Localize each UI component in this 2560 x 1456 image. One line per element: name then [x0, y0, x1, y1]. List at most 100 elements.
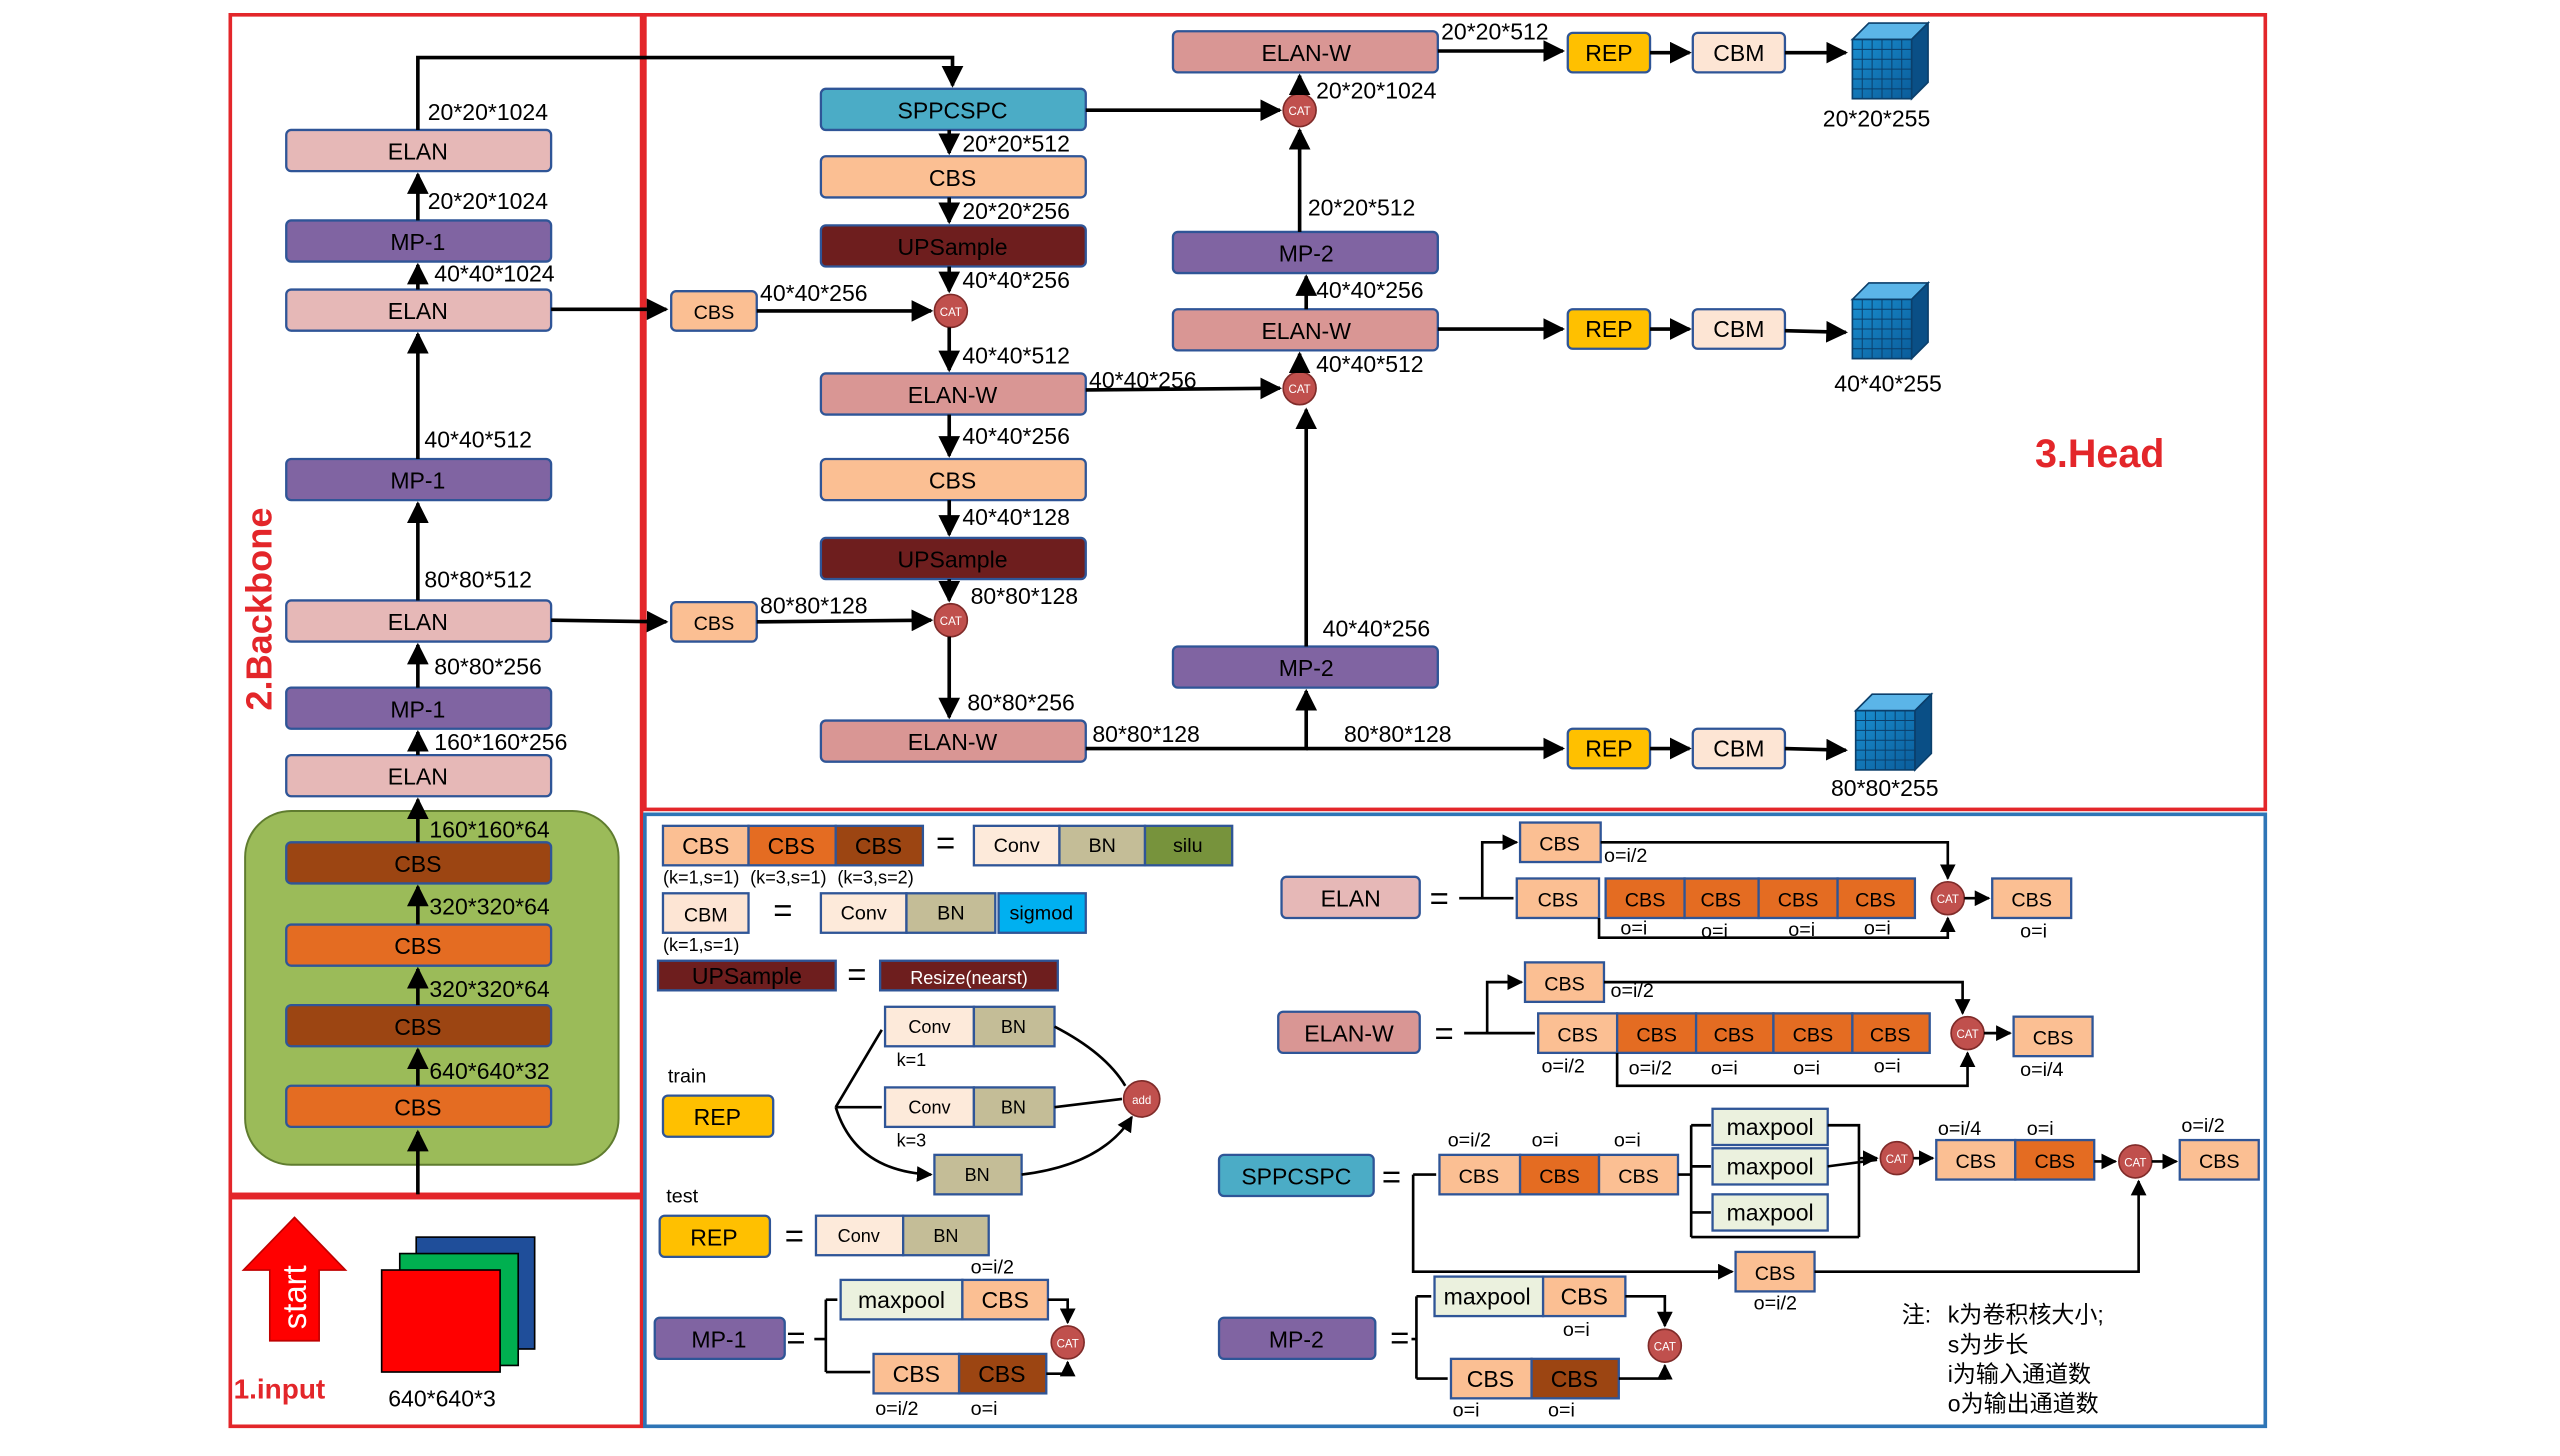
svg-text:CBS: CBS — [1955, 1151, 1996, 1173]
backbone-elan-3: ELAN — [285, 288, 553, 332]
svg-text:CBS: CBS — [394, 1014, 441, 1040]
svg-text:UPSample: UPSample — [898, 547, 1008, 573]
svg-text:silu: silu — [1173, 835, 1203, 857]
backbone-mp1-2: MP-1 — [285, 457, 553, 502]
dim-label: 160*160*64 — [429, 816, 550, 842]
svg-text:o=i/2: o=i/2 — [2181, 1115, 2224, 1137]
svg-text:MP-1: MP-1 — [390, 229, 445, 255]
input-size-label: 640*640*3 — [388, 1386, 496, 1412]
svg-text:CBS: CBS — [1561, 1284, 1608, 1310]
svg-text:BN: BN — [933, 1226, 958, 1246]
svg-text:(k=1,s=1): (k=1,s=1) — [663, 935, 739, 955]
svg-text:SPPCSPC: SPPCSPC — [898, 97, 1008, 123]
cat-node: CAT — [933, 602, 969, 638]
svg-text:=: = — [936, 824, 955, 861]
dim-label: 20*20*512 — [1308, 195, 1416, 221]
svg-text:k=3: k=3 — [897, 1131, 927, 1151]
backbone-elan-4: ELAN — [285, 128, 553, 173]
output-tensor-icon — [1850, 21, 1931, 101]
legend-elanw: ELAN-W = CBS o=i/2 CBS CBS CBS CBS CBS o… — [1277, 961, 2094, 1088]
dim-label: 20*20*256 — [962, 198, 1070, 224]
svg-text:=: = — [1430, 880, 1449, 917]
svg-text:CBS: CBS — [2011, 889, 2052, 911]
svg-text:UPSample: UPSample — [898, 234, 1008, 260]
head-elanw-b: ELAN-W — [819, 719, 1087, 763]
dim-label: 320*320*64 — [429, 976, 550, 1002]
svg-text:o=i/2: o=i/2 — [875, 1398, 918, 1420]
svg-text:CBS: CBS — [2199, 1151, 2240, 1173]
legend-cbs-row: CBS CBS CBS (k=1,s=1) (k=3,s=1) (k=3,s=2… — [661, 824, 1234, 887]
dim-label: 20*20*512 — [962, 130, 1070, 156]
output-size-label: 20*20*255 — [1823, 106, 1931, 132]
svg-text:k为卷积核大小;: k为卷积核大小; — [1948, 1302, 2104, 1328]
dim-label: 80*80*256 — [967, 690, 1075, 716]
svg-text:MP-1: MP-1 — [390, 696, 445, 722]
head-sppcspc: SPPCSPC — [819, 87, 1087, 132]
svg-text:CBS: CBS — [1714, 1024, 1755, 1046]
svg-text:CBM: CBM — [684, 904, 728, 926]
svg-text:CBS: CBS — [893, 1361, 940, 1387]
svg-text:CAT: CAT — [1289, 384, 1311, 396]
svg-text:CBS: CBS — [1544, 973, 1585, 995]
stem-cbs-2: CBS — [285, 1004, 553, 1048]
svg-text:注:: 注: — [1902, 1302, 1931, 1328]
dim-label: 160*160*256 — [434, 729, 567, 755]
legend-cbm-row: CBM (k=1,s=1) = Conv BN sigmod — [661, 891, 1087, 955]
svg-text:ELAN: ELAN — [388, 139, 448, 165]
svg-text:CBS: CBS — [1557, 1024, 1598, 1046]
svg-text:maxpool: maxpool — [1727, 1114, 1814, 1140]
svg-text:train: train — [668, 1065, 706, 1087]
legend-mp1: MP-1 = maxpool CBS o=i/2 CBS CBS o=i/2 o… — [653, 1256, 1085, 1420]
head-title: 3.Head — [2035, 432, 2164, 476]
svg-text:CBS: CBS — [1778, 889, 1819, 911]
svg-text:REP: REP — [1585, 40, 1632, 66]
svg-text:BN: BN — [1089, 835, 1116, 857]
svg-text:CBS: CBS — [978, 1361, 1025, 1387]
svg-text:CBS: CBS — [1459, 1166, 1500, 1188]
head-mp2-b: MP-2 — [1171, 230, 1439, 275]
svg-text:CAT: CAT — [940, 616, 962, 628]
svg-text:o=i: o=i — [1453, 1399, 1480, 1421]
stem-group — [244, 810, 620, 1166]
svg-text:=: = — [786, 1319, 805, 1356]
svg-text:o为输出通道数: o为输出通道数 — [1948, 1390, 2099, 1416]
svg-text:i为输入通道数: i为输入通道数 — [1948, 1361, 2091, 1387]
svg-text:CBS: CBS — [394, 933, 441, 959]
dim-label: 640*640*32 — [429, 1058, 549, 1084]
legend-rep-train: train REP Conv BN k=1 Conv BN k=3 BN add — [661, 1005, 1161, 1196]
svg-text:o=i: o=i — [1563, 1319, 1590, 1341]
dim-label: 40*40*256 — [760, 280, 868, 306]
svg-text:ELAN: ELAN — [1321, 885, 1381, 911]
svg-text:k=1: k=1 — [897, 1050, 927, 1070]
dim-label: 20*20*512 — [1441, 18, 1549, 44]
legend-mp2: MP-2 = maxpool CBS o=i CBS CBS o=i o=i C… — [1217, 1275, 1683, 1421]
svg-text:CBS: CBS — [855, 833, 902, 859]
dim-label: 40*40*256 — [1089, 367, 1197, 393]
svg-text:=: = — [1382, 1158, 1401, 1195]
svg-text:CBS: CBS — [1538, 889, 1579, 911]
head-rep-2: REP — [1566, 308, 1652, 350]
svg-text:ELAN-W: ELAN-W — [908, 382, 998, 408]
svg-text:BN: BN — [1001, 1017, 1026, 1037]
output-size-label: 40*40*255 — [1834, 371, 1942, 397]
dim-label: 40*40*256 — [962, 423, 1070, 449]
svg-text:o=i/2: o=i/2 — [1629, 1057, 1672, 1079]
svg-text:(k=1,s=1): (k=1,s=1) — [663, 867, 739, 887]
head-elanw-a: ELAN-W — [819, 372, 1087, 416]
svg-text:=: = — [785, 1217, 804, 1254]
svg-text:CBS: CBS — [694, 613, 735, 635]
svg-text:CBM: CBM — [1713, 40, 1764, 66]
svg-text:o=i: o=i — [2027, 1118, 2054, 1140]
svg-text:start: start — [276, 1265, 313, 1329]
svg-text:CBS: CBS — [2034, 1151, 2075, 1173]
svg-text:o=i/2: o=i/2 — [1611, 980, 1654, 1002]
legend-elan: ELAN = CBS o=i/2 CBS CBS CBS CBS CBS o=i… — [1280, 821, 2073, 943]
input-image-stack — [380, 1236, 536, 1373]
svg-text:(k=3,s=2): (k=3,s=2) — [837, 867, 913, 887]
svg-text:ELAN-W: ELAN-W — [908, 729, 998, 755]
svg-text:o=i: o=i — [2020, 921, 2047, 943]
svg-text:ELAN: ELAN — [388, 609, 448, 635]
dim-label: 80*80*128 — [760, 593, 868, 619]
svg-text:UPSample: UPSample — [692, 963, 802, 989]
